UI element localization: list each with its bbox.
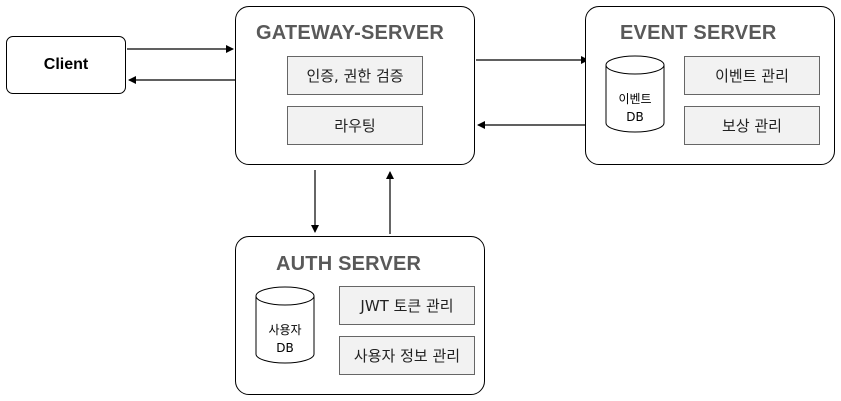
event-server-title: EVENT SERVER xyxy=(620,22,777,44)
auth-db-label-line2: DB xyxy=(276,341,294,355)
client-node: Client xyxy=(6,36,126,94)
gateway-server-title: GATEWAY-SERVER xyxy=(256,22,445,44)
auth-item-user-info-management: 사용자 정보 관리 xyxy=(339,336,475,375)
event-db-label: 이벤트 DB xyxy=(606,90,664,126)
auth-item-jwt-management: JWT 토큰 관리 xyxy=(339,286,475,325)
auth-db-label: 사용자 DB xyxy=(256,321,314,357)
auth-server-title: AUTH SERVER xyxy=(276,253,422,275)
event-item-reward-management: 보상 관리 xyxy=(684,106,820,145)
gateway-item-auth-check: 인증, 권한 검증 xyxy=(287,56,423,95)
client-label: Client xyxy=(43,56,89,73)
gateway-item-routing: 라우팅 xyxy=(287,106,423,145)
auth-db-label-line1: 사용자 xyxy=(268,323,302,337)
event-item-event-management: 이벤트 관리 xyxy=(684,56,820,95)
event-db-label-line2: DB xyxy=(626,110,644,124)
event-db-label-line1: 이벤트 xyxy=(618,92,652,106)
